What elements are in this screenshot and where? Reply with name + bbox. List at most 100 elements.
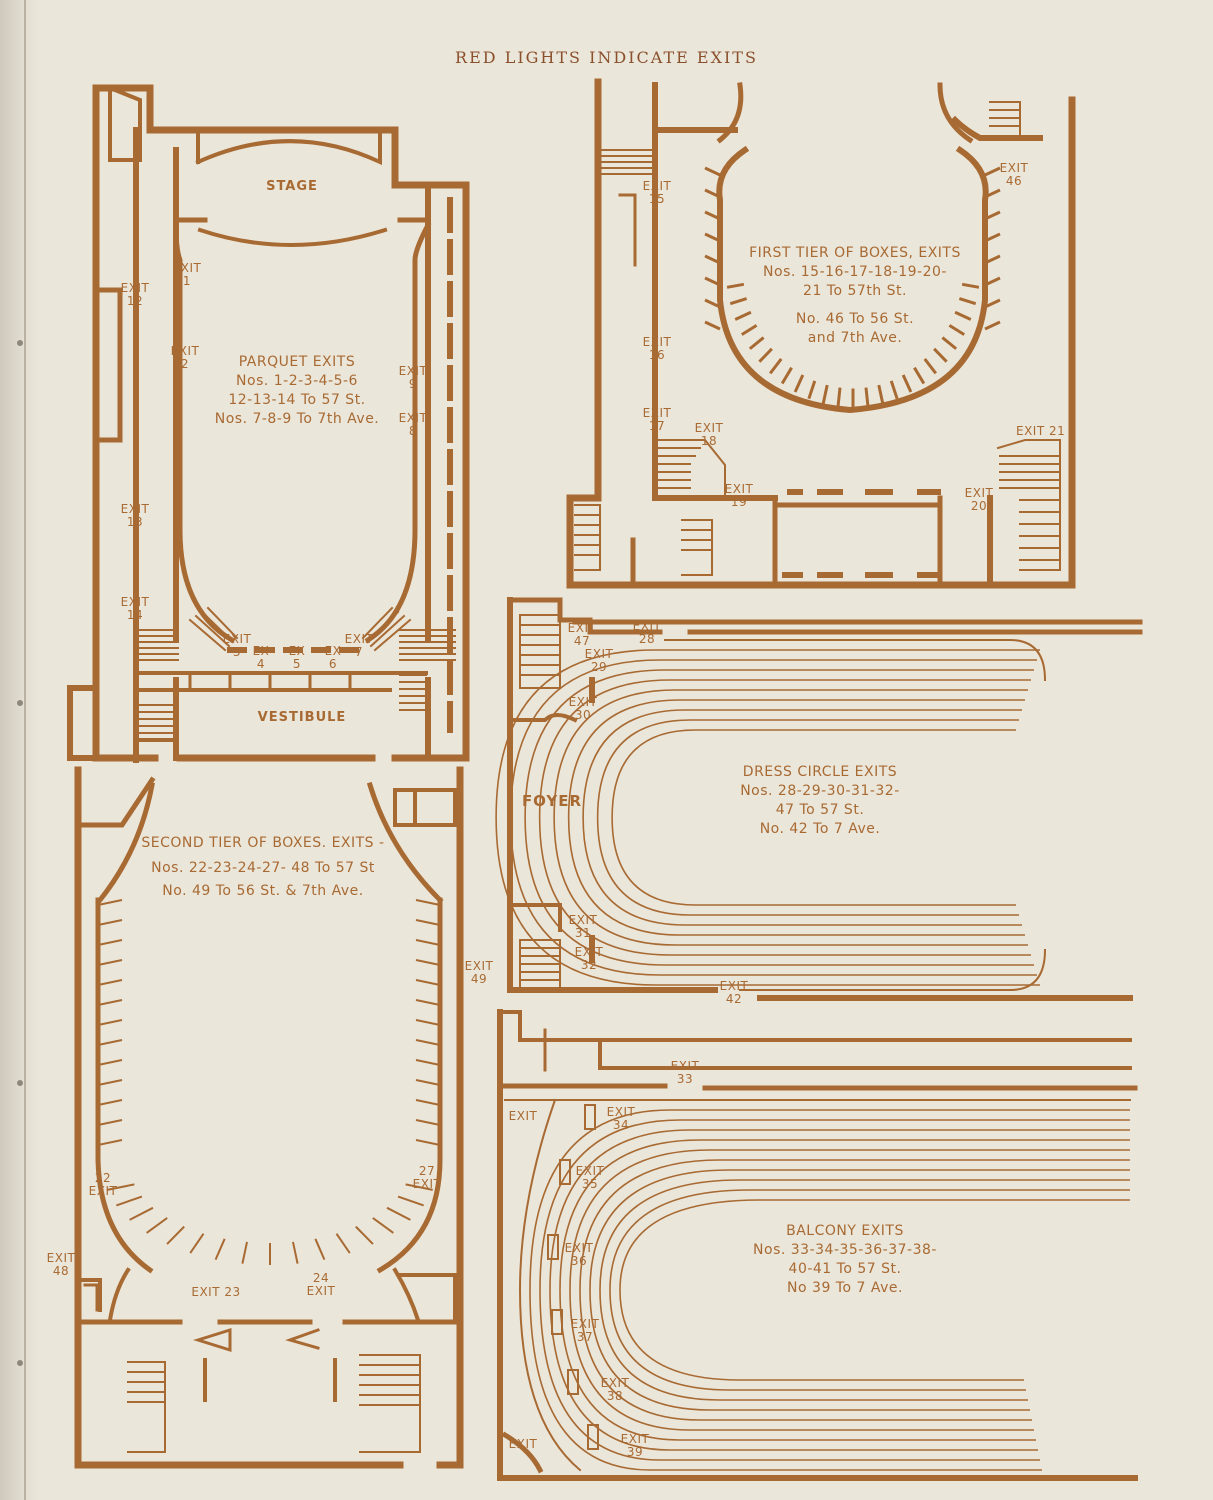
first-tier-line: Nos. 15-16-17-18-19-20- <box>763 264 947 280</box>
exit-label: EXIT 28 <box>632 619 662 646</box>
box-partition <box>748 336 765 350</box>
exit-label: EXIT 19 <box>724 482 754 509</box>
first-tier-plan <box>566 78 1076 589</box>
box-partition <box>189 1233 205 1254</box>
binding-spine <box>24 0 26 1500</box>
exit-label: EXIT 32 <box>574 945 604 972</box>
box-partition <box>793 374 805 393</box>
seating-row <box>589 1169 1130 1411</box>
exit-label: 27 EXIT <box>412 1164 442 1191</box>
binding-hole <box>17 340 23 346</box>
seating-row <box>538 679 1031 956</box>
parquet-title: PARQUET EXITS <box>238 354 356 370</box>
seating-row <box>524 669 1034 966</box>
box-partition <box>97 1099 123 1106</box>
box-partition <box>961 282 980 289</box>
box-partition <box>405 1183 433 1191</box>
first-tier-line: 21 To 57th St. <box>803 283 907 299</box>
box-partition <box>97 979 123 986</box>
box-partition <box>877 384 885 404</box>
exit-door <box>587 1424 599 1450</box>
balcony-plan <box>497 1009 1138 1481</box>
seating-row <box>553 689 1028 946</box>
exit-label: EXIT 46 <box>999 161 1029 188</box>
box-partition <box>780 366 793 385</box>
box-partition <box>984 320 1001 331</box>
seating-row <box>579 1159 1130 1421</box>
binding-gutter <box>0 0 38 1500</box>
exit-label: EXIT 47 <box>567 621 597 648</box>
box-partition <box>729 297 748 306</box>
box-partition <box>769 357 783 375</box>
box-partition <box>984 210 1001 221</box>
exit-label: EXIT 9 <box>398 364 428 391</box>
box-partition <box>415 899 441 906</box>
exit-label: EXIT <box>508 1437 538 1451</box>
seating-row <box>549 1129 1130 1451</box>
box-partition <box>107 1183 135 1191</box>
parquet-line: 12-13-14 To 57 St. <box>228 392 366 408</box>
second-tier-plan <box>74 766 464 1469</box>
box-partition <box>821 384 829 404</box>
box-partition <box>954 310 972 321</box>
exit-label: EXIT 42 <box>719 979 749 1006</box>
box-partition <box>97 1019 123 1026</box>
box-partition <box>704 254 721 265</box>
dress-circle-title: DRESS CIRCLE EXITS <box>742 764 898 780</box>
balcony-title: BALCONY EXITS <box>786 1223 904 1239</box>
parquet-line: Nos. 7-8-9 To 7th Ave. <box>214 411 380 427</box>
parquet-line: Nos. 1-2-3-4-5-6 <box>236 373 358 389</box>
vestibule-label: VESTIBULE <box>257 710 347 725</box>
exit-door <box>584 1104 596 1130</box>
box-partition <box>984 166 1001 177</box>
box-partition <box>704 298 721 309</box>
dress-circle-line: 47 To 57 St. <box>775 802 865 818</box>
dress-circle-line: Nos. 28-29-30-31-32- <box>740 783 900 799</box>
box-partition <box>97 999 123 1006</box>
exit-door <box>547 1234 559 1260</box>
seating-row <box>609 1189 1130 1391</box>
first-tier-line: No. 46 To 56 St. <box>795 311 915 327</box>
exit-label: EX 5 <box>288 644 306 671</box>
box-partition <box>726 282 745 289</box>
seating-row <box>559 1139 1130 1441</box>
box-partition <box>740 324 758 336</box>
box-partition <box>984 298 1001 309</box>
box-partition <box>941 336 958 350</box>
box-partition <box>372 1217 394 1234</box>
box-partition <box>415 959 441 966</box>
first-tier-line: and 7th Ave. <box>807 330 903 346</box>
exit-label: EXIT 12 <box>120 281 150 308</box>
box-partition <box>923 357 937 375</box>
box-partition <box>292 1241 299 1264</box>
exit-label: EX 4 <box>252 644 270 671</box>
page-header: RED LIGHTS INDICATE EXITS <box>455 48 758 67</box>
exit-label: EXIT 29 <box>584 647 614 674</box>
exit-label: EXIT 2 <box>170 344 200 371</box>
box-partition <box>97 1079 123 1086</box>
second-tier-line: No. 49 To 56 St. & 7th Ave. <box>162 883 364 899</box>
box-partition <box>97 919 123 926</box>
exit-label: EXIT 31 <box>568 913 598 940</box>
box-partition <box>314 1238 326 1261</box>
second-tier-line: Nos. 22-23-24-27- 48 To 57 St <box>151 860 375 876</box>
exit-label: 24 EXIT <box>306 1271 336 1298</box>
box-partition <box>415 1059 441 1066</box>
dress-circle-plan <box>507 597 1143 1001</box>
box-partition <box>97 1139 123 1146</box>
box-partition <box>335 1233 351 1254</box>
box-partition <box>704 320 721 331</box>
binding-hole <box>17 1080 23 1086</box>
exit-label: EXIT 49 <box>464 959 494 986</box>
exit-label: EXIT <box>508 1109 538 1123</box>
box-partition <box>864 387 870 407</box>
box-partition <box>948 324 966 336</box>
box-partition <box>214 1238 226 1261</box>
seating-row <box>582 709 1022 926</box>
exit-label: EX 6 <box>324 644 342 671</box>
exit-label: EXIT 23 <box>191 1285 241 1299</box>
exit-label: EXIT 17 <box>642 406 672 433</box>
box-partition <box>933 347 948 363</box>
box-partition <box>97 1059 123 1066</box>
box-partition <box>415 979 441 986</box>
